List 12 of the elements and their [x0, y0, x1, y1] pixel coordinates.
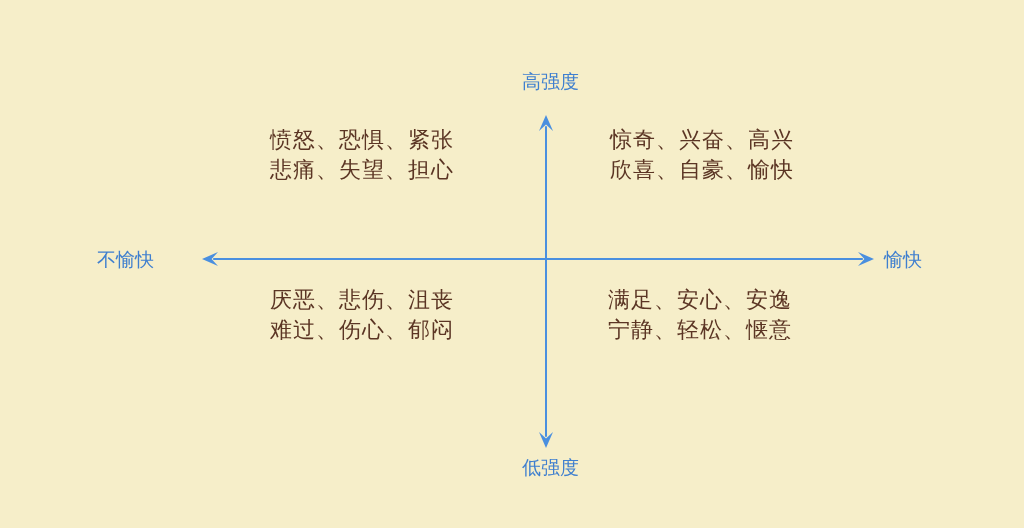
- emotion-list: 宁静、轻松、惬意: [608, 317, 792, 344]
- emotion-list: 愤怒、恐惧、紧张: [270, 127, 454, 154]
- emotion-list: 满足、安心、安逸: [608, 287, 792, 314]
- axis-label: 低强度: [521, 456, 579, 479]
- emotion-list: 惊奇、兴奋、高兴: [610, 127, 794, 154]
- emotion-list: 悲痛、失望、担心: [270, 157, 454, 184]
- axis-label: 高强度: [521, 70, 579, 93]
- axis-label: 不愉快: [97, 248, 154, 271]
- emotion-list: 厌恶、悲伤、沮丧: [270, 287, 454, 314]
- emotion-list: 欣喜、自豪、愉快: [610, 157, 794, 184]
- axis-label: 愉快: [884, 248, 922, 271]
- emotion-list: 难过、伤心、郁闷: [270, 317, 454, 344]
